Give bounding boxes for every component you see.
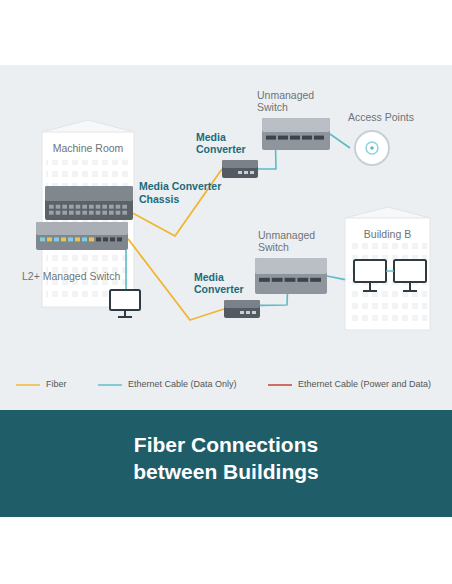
monitor	[110, 290, 140, 317]
device-label: Unmanaged Switch	[258, 229, 333, 254]
device-label: Media Converter	[194, 271, 256, 296]
diagram-ground	[0, 65, 452, 410]
title: Fiber Connections between Buildings	[96, 432, 356, 486]
legend-text: Ethernet Cable (Data Only)	[128, 378, 237, 391]
ethernet-cable	[260, 294, 287, 305]
device-drawing	[255, 258, 327, 294]
device-drawing	[224, 300, 260, 318]
device-label: L2+ Managed Switch	[22, 270, 120, 283]
device-label: Unmanaged Switch	[257, 89, 332, 114]
device: L2+ Managed Switch	[36, 222, 128, 250]
legend-swatch	[98, 378, 124, 392]
device-label: Media Converter Chassis	[139, 180, 239, 205]
device-drawing	[36, 222, 128, 250]
device: Media Converter	[224, 300, 260, 318]
title-band: Fiber Connections between Buildings	[0, 410, 452, 517]
building: Building B	[345, 218, 430, 330]
device: Unmanaged Switch	[255, 258, 327, 294]
building-b	[345, 207, 430, 330]
legend-text: Ethernet Cable (Power and Data)	[298, 378, 431, 391]
device: Access Points	[350, 128, 394, 168]
ethernet-cable	[330, 134, 350, 148]
device-drawing	[262, 118, 330, 150]
legend-text: Fiber	[46, 378, 67, 391]
monitor	[394, 260, 426, 291]
device-label: Access Points	[348, 111, 414, 124]
ethernet-cable	[258, 150, 276, 169]
device-drawing	[350, 128, 394, 168]
device: Media Converter	[222, 160, 258, 178]
device: Media Converter Chassis	[45, 186, 133, 220]
legend-swatch	[268, 378, 294, 392]
ethernet-cable	[327, 276, 345, 280]
device-drawing	[222, 160, 258, 178]
device-label: Building B	[345, 228, 430, 241]
ethernet-cable	[125, 250, 127, 290]
device-label: Machine Room	[42, 142, 134, 155]
ethernet-cable	[386, 270, 394, 271]
device-drawing	[45, 186, 133, 220]
legend-swatch	[16, 378, 42, 392]
monitor	[354, 260, 386, 291]
device-label: Media Converter	[196, 131, 258, 156]
device: Unmanaged Switch	[262, 118, 330, 150]
